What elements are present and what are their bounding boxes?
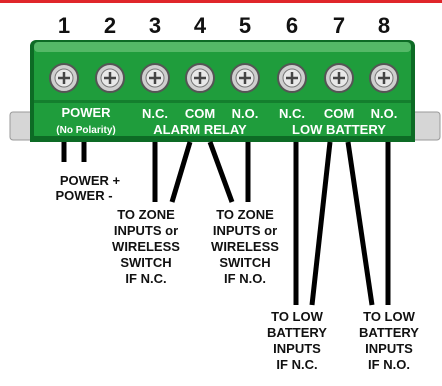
zone-no-line-5: IF N.O. bbox=[224, 271, 266, 286]
terminal-number-6: 6 bbox=[286, 13, 298, 38]
screw-icon bbox=[49, 63, 79, 93]
zone-nc-line-1: TO ZONE bbox=[117, 207, 175, 222]
label-alarm-relay: ALARM RELAY bbox=[153, 122, 247, 137]
screw-icon bbox=[185, 63, 215, 93]
low-nc-line-2: BATTERY bbox=[267, 325, 327, 340]
screw-icon bbox=[95, 63, 125, 93]
zone-no-line-1: TO ZONE bbox=[216, 207, 274, 222]
label-power: POWER bbox=[61, 105, 111, 120]
low-nc-line-1: TO LOW bbox=[271, 309, 323, 324]
zone-no-line-3: WIRELESS bbox=[211, 239, 279, 254]
right-mount-tab bbox=[411, 111, 441, 141]
low-nc-line-3: INPUTS bbox=[273, 341, 321, 356]
low-no-line-1: TO LOW bbox=[363, 309, 415, 324]
terminal-number-8: 8 bbox=[378, 13, 390, 38]
terminal-board bbox=[30, 40, 415, 142]
terminal-number-1: 1 bbox=[58, 13, 70, 38]
low-no-line-4: IF N.O. bbox=[368, 357, 410, 372]
terminal-number-3: 3 bbox=[149, 13, 161, 38]
low-no-line-3: INPUTS bbox=[365, 341, 413, 356]
board-labels: POWER (No Polarity) N.C. COM N.O. ALARM … bbox=[56, 105, 397, 137]
label-power-minus: POWER - bbox=[55, 188, 112, 203]
screw-icon bbox=[230, 63, 260, 93]
label-no-polarity: (No Polarity) bbox=[56, 125, 115, 136]
zone-no-line-4: SWITCH bbox=[219, 255, 270, 270]
label-alarm-com: COM bbox=[185, 106, 215, 121]
low-nc-line-4: IF N.C. bbox=[276, 357, 317, 372]
label-alarm-nc: N.C. bbox=[142, 106, 168, 121]
zone-nc-line-3: WIRELESS bbox=[112, 239, 180, 254]
label-alarm-no: N.O. bbox=[232, 106, 259, 121]
terminal-number-4: 4 bbox=[194, 13, 207, 38]
zone-nc-line-2: INPUTS or bbox=[114, 223, 178, 238]
wire-terminal-4-nc bbox=[169, 141, 193, 203]
wire-terminal-4-no bbox=[207, 141, 235, 203]
zone-nc-line-4: SWITCH bbox=[120, 255, 171, 270]
label-power-plus: POWER + bbox=[60, 173, 121, 188]
terminal-number-2: 2 bbox=[104, 13, 116, 38]
screw-row bbox=[49, 63, 399, 93]
zone-no-line-2: INPUTS or bbox=[213, 223, 277, 238]
low-no-line-2: BATTERY bbox=[359, 325, 419, 340]
wire-terminal-7-no bbox=[345, 141, 375, 306]
terminal-numbers: 1 2 3 4 5 6 7 8 bbox=[58, 13, 390, 38]
screw-icon bbox=[324, 63, 354, 93]
wire-labels: POWER + POWER - TO ZONE INPUTS or WIRELE… bbox=[55, 173, 419, 372]
label-low-battery: LOW BATTERY bbox=[292, 122, 386, 137]
wire-terminal-7-nc bbox=[309, 141, 333, 306]
terminal-number-5: 5 bbox=[239, 13, 251, 38]
terminal-number-7: 7 bbox=[333, 13, 345, 38]
wires bbox=[61, 141, 391, 306]
screw-icon bbox=[140, 63, 170, 93]
label-low-nc: N.C. bbox=[279, 106, 305, 121]
label-low-com: COM bbox=[324, 106, 354, 121]
screw-icon bbox=[369, 63, 399, 93]
zone-nc-line-5: IF N.C. bbox=[125, 271, 166, 286]
label-low-no: N.O. bbox=[371, 106, 398, 121]
screw-icon bbox=[277, 63, 307, 93]
